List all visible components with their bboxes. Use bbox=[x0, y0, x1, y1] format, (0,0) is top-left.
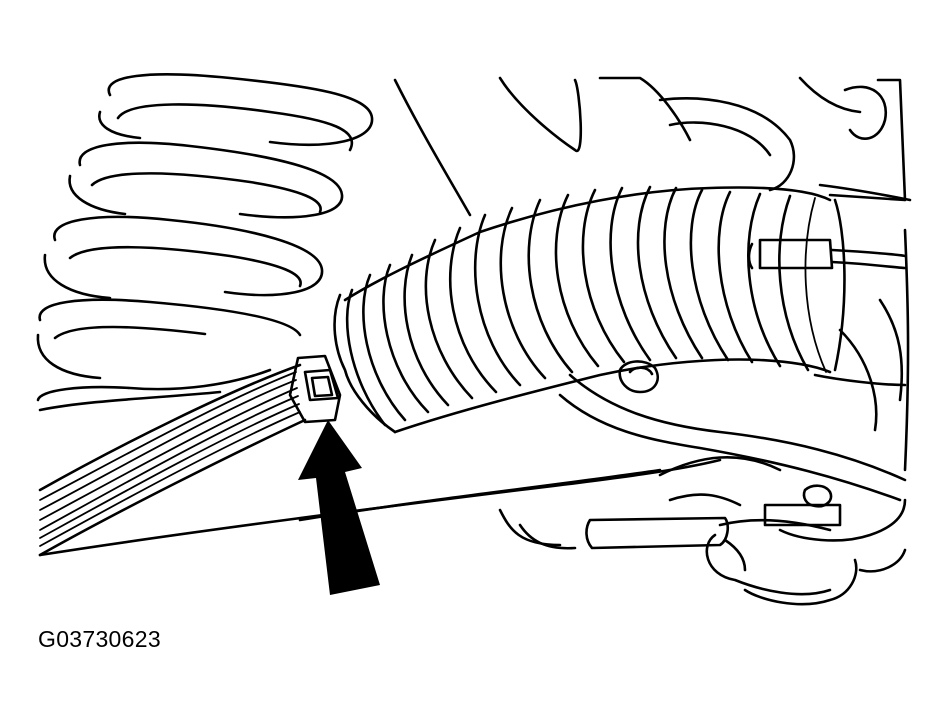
lower-bracket-assembly bbox=[585, 484, 907, 606]
arrow-up-icon bbox=[298, 420, 380, 595]
lower-frame bbox=[38, 373, 907, 557]
figure-id-label: G03730623 bbox=[38, 626, 161, 652]
rack-bellows-boot bbox=[333, 185, 832, 434]
chassis-background bbox=[393, 76, 912, 472]
boot-clamp bbox=[288, 354, 660, 424]
rack-housing bbox=[747, 193, 907, 387]
coil-spring bbox=[36, 73, 374, 412]
tie-rod bbox=[38, 363, 307, 557]
